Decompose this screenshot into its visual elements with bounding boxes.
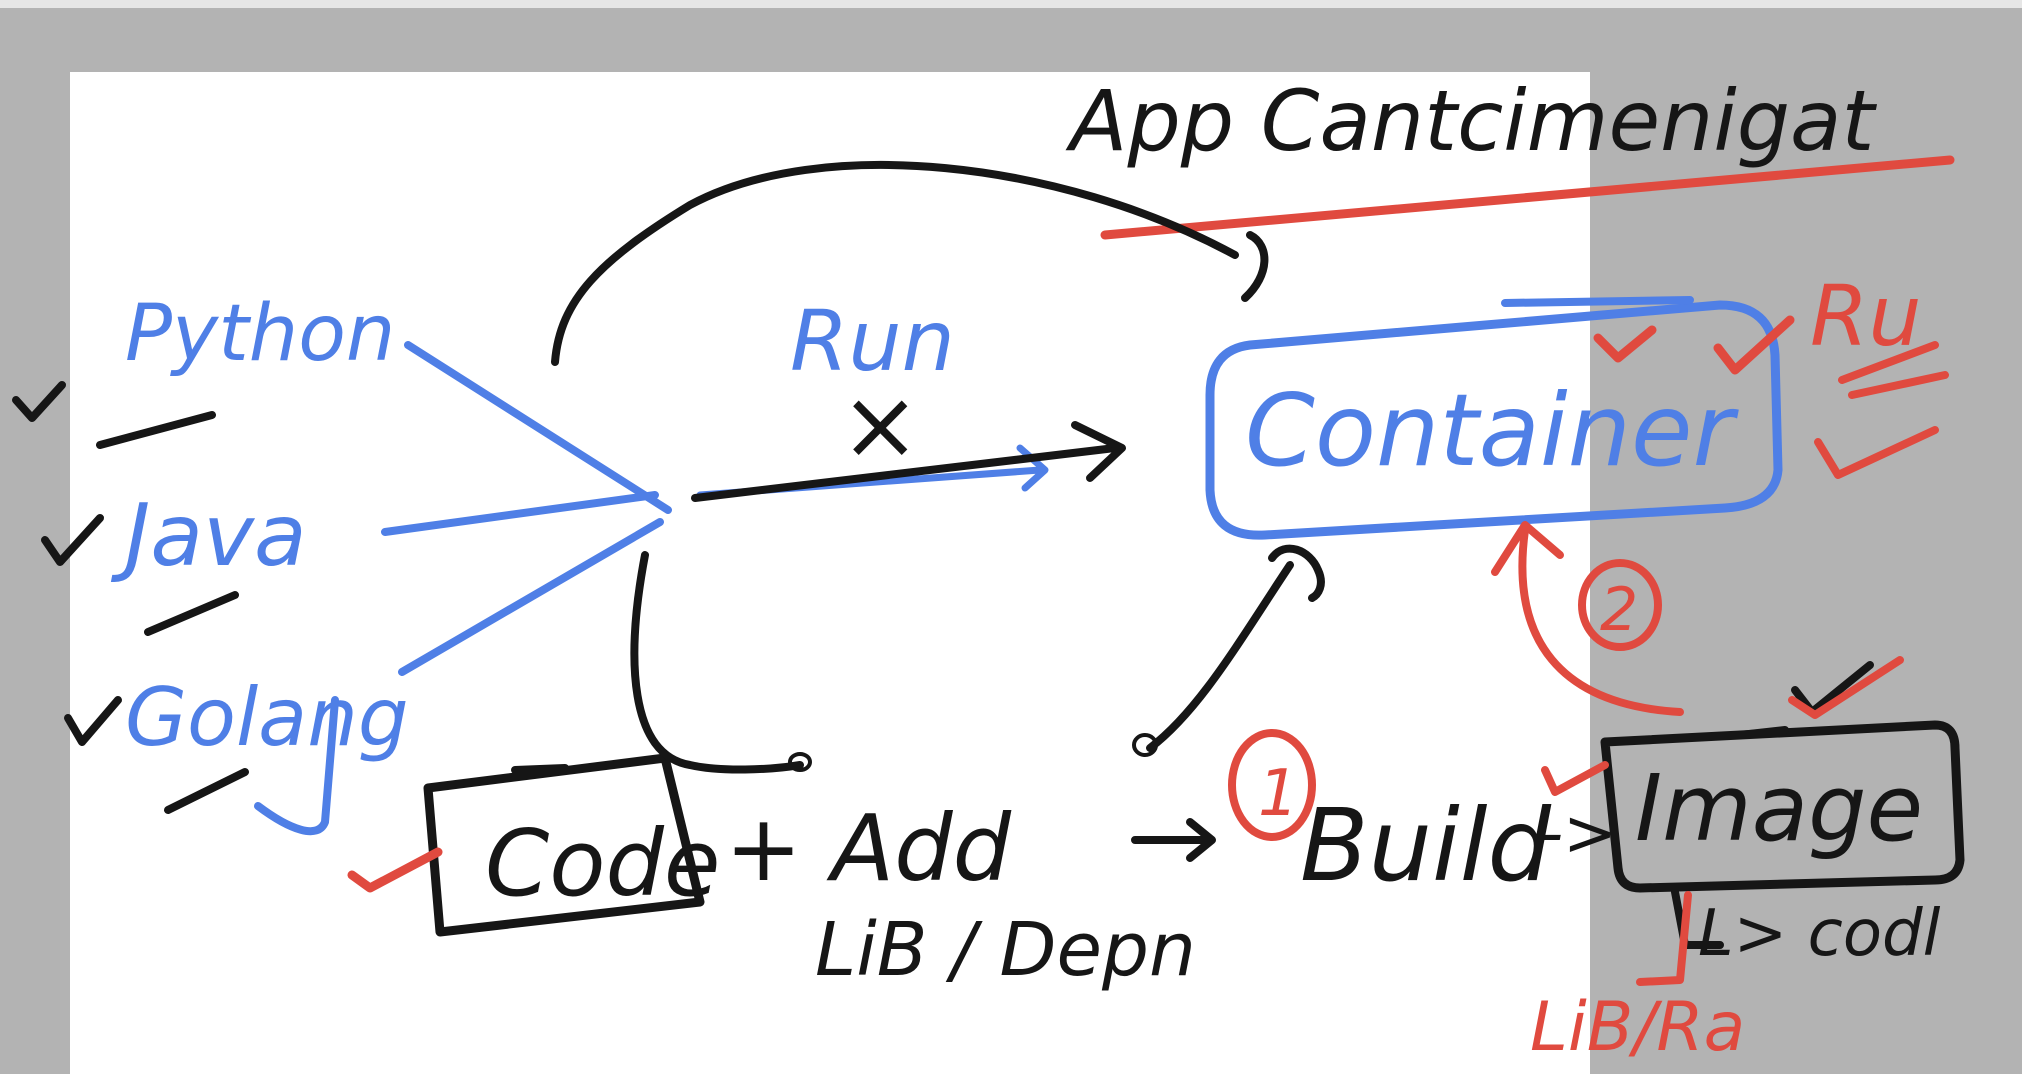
step-1-label: 1 xyxy=(1258,757,1299,831)
lib-dep-label: LiB / Depn xyxy=(815,907,1196,993)
run-label: Run xyxy=(790,292,955,390)
python-dash xyxy=(96,411,216,449)
run-cross: × xyxy=(840,369,920,481)
code-arc-arrow xyxy=(630,551,804,774)
java-dash xyxy=(144,591,239,636)
language-python: Python xyxy=(125,289,395,379)
golang-dash xyxy=(164,768,249,814)
language-golang: Golang xyxy=(125,671,409,764)
whiteboard-page xyxy=(70,72,1590,1074)
java-line xyxy=(381,491,659,536)
container-check-icon xyxy=(1593,325,1657,363)
build-arrow-label: -> xyxy=(1540,797,1617,871)
language-java: Java xyxy=(110,486,307,586)
container-check-icon-2 xyxy=(1713,315,1795,375)
code-arc-dot xyxy=(788,752,812,772)
step-2-label: 2 xyxy=(1600,575,1638,645)
canvas-right-margin xyxy=(1590,72,2022,1074)
code-box-top xyxy=(511,764,569,774)
image-box-top xyxy=(1736,726,1789,739)
title-strike xyxy=(1100,155,1955,240)
image-left-check-icon xyxy=(1541,761,1609,796)
build-label: Build xyxy=(1300,787,1552,904)
run-arrow xyxy=(691,444,1119,502)
build-arrow-left xyxy=(1131,818,1216,862)
add-label: + Add xyxy=(725,795,1012,902)
image-to-container-arrow xyxy=(1518,526,1684,716)
step-1-circle xyxy=(1228,729,1316,841)
red-dash-2 xyxy=(1848,371,1949,399)
top-arc-arrowhead xyxy=(1241,231,1269,302)
run-red-label: Ru xyxy=(1810,267,1922,365)
image-to-container-arrowhead xyxy=(1491,521,1564,576)
code-label: Code xyxy=(485,810,721,917)
image-lib-label: LiB/Ra xyxy=(1530,988,1745,1067)
container-box xyxy=(1205,300,1783,540)
java-check-icon xyxy=(41,514,104,566)
image-lib-red-drop xyxy=(1636,891,1692,986)
python-check-icon xyxy=(12,381,66,422)
code-check-icon xyxy=(347,847,443,893)
code-box xyxy=(423,753,705,937)
build-to-container-line xyxy=(1146,561,1294,752)
golang-tail xyxy=(254,696,339,836)
golang-check-icon xyxy=(64,696,122,746)
python-line xyxy=(404,341,672,514)
run-arrowhead xyxy=(1071,421,1126,482)
top-arc-arrow xyxy=(551,161,1239,366)
image-code-label: L> codl xyxy=(1698,897,1941,971)
top-bar xyxy=(0,0,2022,8)
image-label: Image xyxy=(1635,755,1923,862)
red-dash-1 xyxy=(1838,341,1939,384)
title-text: App Cantcimenigat xyxy=(1065,72,1878,170)
image-box xyxy=(1600,720,1965,893)
container-label: Container xyxy=(1245,372,1740,489)
image-check-red-icon xyxy=(1788,656,1904,719)
golang-line xyxy=(398,518,664,676)
build-to-container-arrowhead xyxy=(1268,544,1325,602)
step-2-circle xyxy=(1578,559,1662,651)
container-top-stroke xyxy=(1501,296,1694,307)
red-check-icon xyxy=(1814,426,1939,479)
